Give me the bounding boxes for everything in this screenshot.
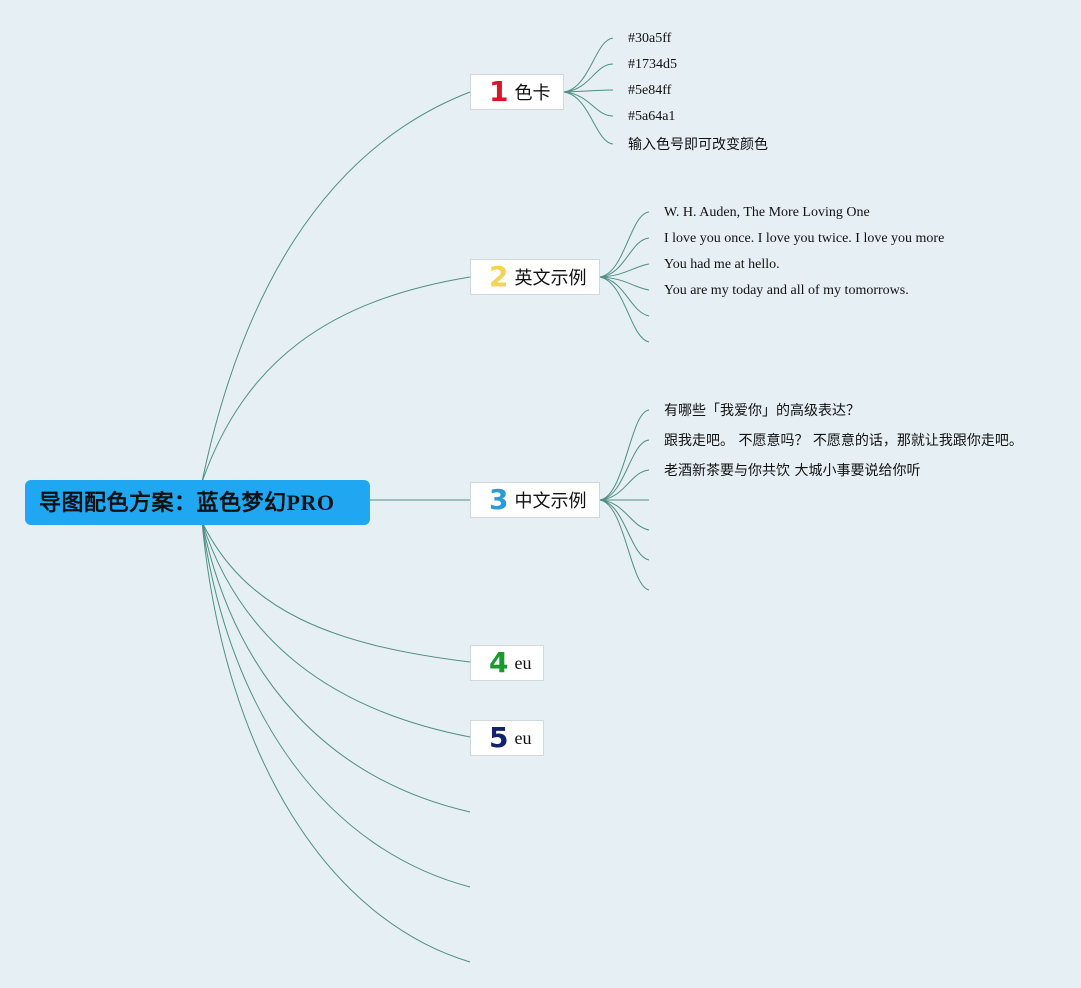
- leaf-color-4[interactable]: #5a64a1: [628, 109, 676, 124]
- topic-english-examples[interactable]: 2 英文示例: [470, 259, 600, 295]
- link-root-empty-2: [201, 521, 471, 888]
- leaf-color-1[interactable]: #30a5ff: [628, 31, 672, 46]
- topic-chinese-examples[interactable]: 3 中文示例: [470, 482, 600, 518]
- link-root-empty-3: [201, 521, 471, 963]
- leaf-english-2[interactable]: I love you once. I love you twice. I lov…: [664, 231, 945, 246]
- number-2-icon: 2: [489, 260, 509, 293]
- topic-label: 色卡: [514, 83, 551, 104]
- leaf-chinese-2[interactable]: 跟我走吧。 不愿意吗？ 不愿意的话，那就让我跟你走吧。: [664, 433, 1023, 449]
- root-topic[interactable]: 导图配色方案：蓝色梦幻PRO: [25, 480, 370, 525]
- topic-eu-2[interactable]: 5 eu: [470, 720, 544, 756]
- number-3-icon: 3: [489, 483, 509, 516]
- link-root-branch-2: [201, 276, 471, 483]
- link-root-branch-5: [201, 521, 471, 738]
- leaf-chinese-1[interactable]: 有哪些「我爱你」的高级表达？: [664, 403, 860, 419]
- root-title-suffix: PRO: [286, 490, 335, 515]
- leaf-english-1[interactable]: W. H. Auden, The More Loving One: [664, 205, 870, 220]
- leaf-chinese-3[interactable]: 老酒新茶要与你共饮 大城小事要说给你听: [664, 463, 921, 479]
- topic-label: eu: [514, 727, 532, 748]
- root-title: 导图配色方案：蓝色梦幻: [39, 491, 287, 516]
- leaf-english-3[interactable]: You had me at hello.: [664, 257, 780, 272]
- topic-label: 英文示例: [514, 268, 587, 289]
- link-root-branch-4: [201, 521, 471, 663]
- leaf-english-4[interactable]: You are my today and all of my tomorrows…: [664, 283, 909, 298]
- number-5-icon: 5: [489, 721, 509, 754]
- link-root-empty-1: [201, 521, 471, 813]
- topic-eu-1[interactable]: 4 eu: [470, 645, 544, 681]
- number-4-icon: 4: [489, 646, 509, 679]
- topic-label: 中文示例: [514, 491, 587, 512]
- link-root-branch-1: [201, 91, 471, 483]
- topic-label: eu: [514, 652, 532, 673]
- leaf-color-3[interactable]: #5e84ff: [628, 83, 672, 98]
- number-1-icon: 1: [489, 75, 509, 108]
- leaf-color-hint[interactable]: 输入色号即可改变颜色: [628, 137, 768, 153]
- topic-color-card[interactable]: 1 色卡: [470, 74, 564, 110]
- leaf-color-2[interactable]: #1734d5: [628, 57, 677, 72]
